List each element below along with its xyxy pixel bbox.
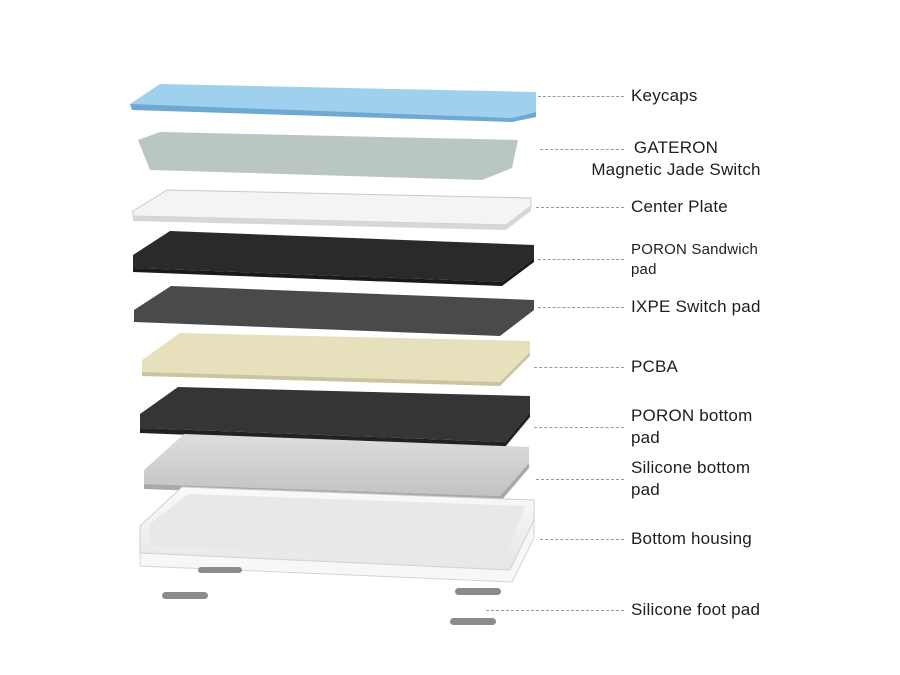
leader-foot bbox=[486, 610, 624, 611]
switches-layer bbox=[138, 132, 518, 180]
label-center-plate: Center Plate bbox=[631, 196, 728, 218]
label-silicone-bottom-line1: Silicone bottom bbox=[631, 458, 751, 477]
label-keycaps-text: Keycaps bbox=[631, 86, 698, 105]
leader-poron-sandwich bbox=[538, 259, 624, 260]
label-ixpe-text: IXPE Switch pad bbox=[631, 297, 761, 316]
label-poron-bottom-line1: PORON bottom bbox=[631, 406, 753, 425]
label-poron-sandwich-line1: PORON Sandwich bbox=[631, 241, 759, 258]
leader-poron-bottom bbox=[534, 427, 624, 428]
label-switch-line2: Magnetic Jade Switch bbox=[591, 160, 761, 179]
bottom-housing-layer bbox=[139, 486, 535, 583]
leader-housing bbox=[540, 539, 624, 540]
pcba-layer bbox=[142, 333, 530, 386]
label-housing-text: Bottom housing bbox=[631, 529, 752, 548]
label-poron-bottom: PORON bottom pad bbox=[631, 405, 752, 449]
silicone-foot-pads-layer bbox=[162, 567, 501, 625]
poron-sandwich-layer bbox=[133, 231, 534, 286]
label-switch: GATERON Magnetic Jade Switch bbox=[580, 137, 772, 181]
ixpe-pad-layer bbox=[134, 286, 534, 336]
label-pcba: PCBA bbox=[631, 356, 678, 378]
label-keycaps: Keycaps bbox=[631, 85, 698, 107]
label-ixpe: IXPE Switch pad bbox=[631, 296, 761, 318]
label-poron-bottom-line2: pad bbox=[631, 428, 660, 447]
label-poron-sandwich-line2: pad bbox=[631, 261, 657, 278]
label-silicone-bottom-line2: pad bbox=[631, 480, 660, 499]
label-pcba-text: PCBA bbox=[631, 357, 679, 376]
leader-center-plate bbox=[536, 207, 624, 208]
leader-pcba bbox=[534, 367, 624, 368]
label-poron-sandwich: PORON Sandwich pad bbox=[631, 240, 758, 280]
leader-ixpe bbox=[538, 307, 624, 308]
label-silicone-bottom: Silicone bottom pad bbox=[631, 457, 750, 501]
label-foot: Silicone foot pad bbox=[631, 599, 760, 621]
label-switch-line1: GATERON bbox=[633, 138, 719, 157]
leader-keycaps bbox=[538, 96, 624, 97]
leader-switch bbox=[540, 149, 624, 150]
center-plate-layer bbox=[132, 189, 532, 230]
label-foot-text: Silicone foot pad bbox=[631, 600, 761, 619]
label-housing: Bottom housing bbox=[631, 528, 752, 550]
label-center-plate-text: Center Plate bbox=[631, 197, 728, 216]
leader-silicone-bottom bbox=[536, 479, 624, 480]
keycaps-layer bbox=[130, 84, 536, 122]
